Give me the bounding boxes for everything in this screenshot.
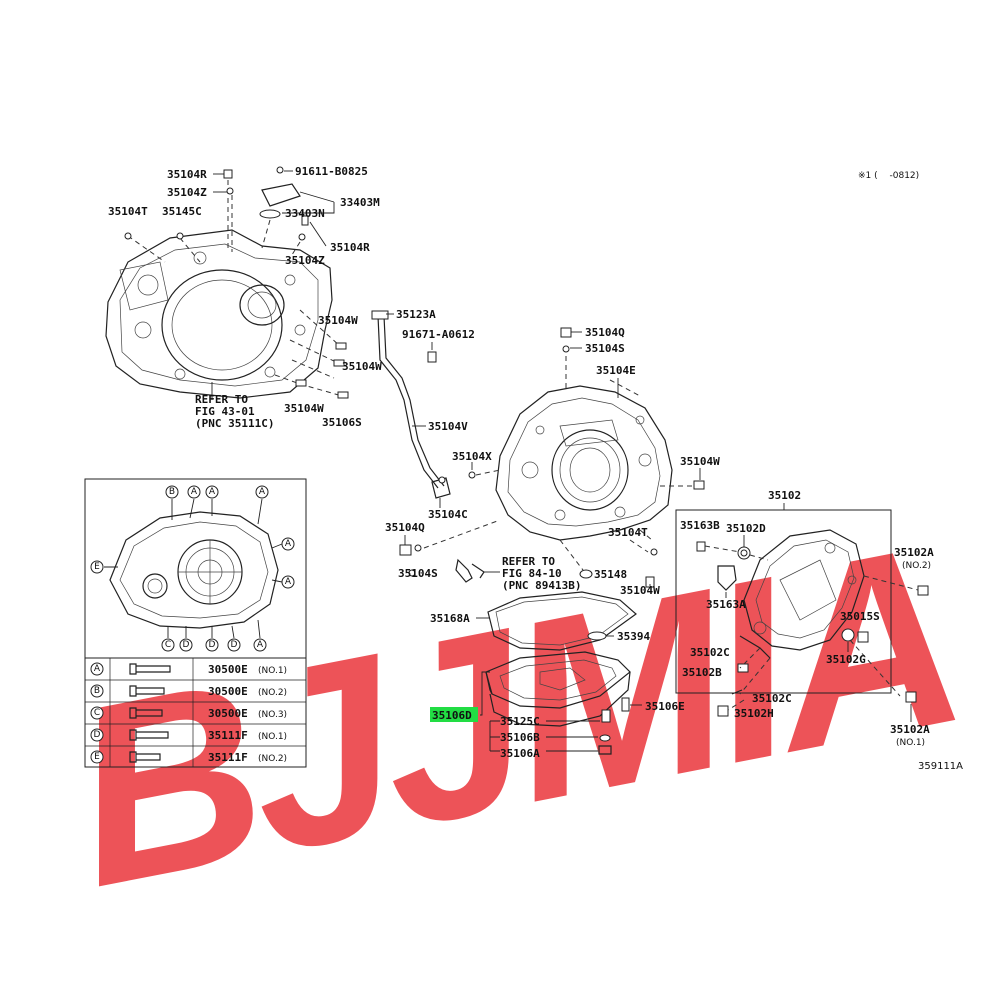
transaxle-housing-center [495, 385, 673, 541]
inset-markers: B A A A E A A C D D D A [90, 485, 295, 652]
label-35102A-bot-note: (NO.1) [896, 738, 925, 748]
legend-note-e: (NO.2) [258, 754, 287, 764]
label-35125C: 35125C [500, 715, 540, 728]
highlight-35106D [430, 707, 478, 722]
inset-marker-top-3: A [209, 487, 216, 497]
label-91611: 91611-B0825 [295, 165, 368, 178]
refer-to-2-line1: REFER TO [502, 555, 555, 568]
upper-left-leaders [124, 166, 349, 400]
label-91671: 91671-A0612 [402, 328, 475, 341]
legend-part-a: 30500E [208, 663, 248, 676]
label-35104X: 35104X [452, 450, 492, 463]
label-35104W-c: 35104W [284, 402, 324, 415]
legend-key-c: C [94, 708, 100, 718]
label-35106B: 35106B [500, 731, 540, 744]
label-35104V: 35104V [428, 420, 468, 433]
inset-marker-bottom-4: D [231, 640, 238, 650]
inset-marker-bottom-1: C [165, 640, 171, 650]
label-33403M: 33403M [340, 196, 380, 209]
dipstick-tube [371, 310, 451, 499]
label-35106D: 35106D [432, 709, 472, 722]
label-35104T-top: 35104T [108, 205, 148, 218]
label-35102C-b: 35102C [752, 692, 792, 705]
label-35104Z-top: 35104Z [167, 186, 207, 199]
legend-key-e: E [94, 752, 100, 762]
legend-part-c: 30500E [208, 707, 248, 720]
label-35015S: 35015S [840, 610, 880, 623]
inset-marker-bottom-3: D [209, 640, 216, 650]
label-35104E: 35104E [596, 364, 636, 377]
label-35104Z-mid: 35104Z [285, 254, 325, 267]
label-35102H: 35102H [734, 707, 774, 720]
label-35102D: 35102D [726, 522, 766, 535]
inset-marker-top-2: A [191, 487, 198, 497]
label-35102: 35102 [768, 489, 801, 502]
inset-marker-right-2: A [285, 577, 292, 587]
legend-note-b: (NO.2) [258, 688, 287, 698]
center-leaders [399, 327, 705, 588]
inset-marker-bottom-5: A [257, 640, 264, 650]
inset-marker-top-4: A [259, 487, 266, 497]
label-35102A-top-note: (NO.2) [902, 561, 931, 571]
legend-part-e: 35111F [208, 751, 248, 764]
label-35104S-top: 35104S [585, 342, 625, 355]
filter-seal [587, 631, 607, 641]
legend-part-b: 30500E [208, 685, 248, 698]
refer-to-line2: FIG 43-01 [195, 405, 255, 418]
label-35163B: 35163B [680, 519, 720, 532]
inset-marker-right-1: A [285, 539, 292, 549]
label-35104W-a: 35104W [318, 314, 358, 327]
legend-key-a: A [94, 664, 101, 674]
label-35168A: 35168A [430, 612, 470, 625]
refer-to-line1: REFER TO [195, 393, 248, 406]
label-35104W-b: 35104W [342, 360, 382, 373]
label-35163A: 35163A [706, 598, 746, 611]
oil-pan [485, 651, 631, 727]
label-35104W-d: 35104W [620, 584, 660, 597]
figure-id: 359111A [918, 761, 963, 772]
label-35102B: 35102B [682, 666, 722, 679]
label-35106E: 35106E [645, 700, 685, 713]
label-35104T-right: 35104T [608, 526, 648, 539]
right-bracket-housing [739, 529, 865, 659]
revision-note: ※1 ( -0812) [858, 171, 919, 181]
label-35394: 35394 [617, 630, 650, 643]
legend-note-d: (NO.1) [258, 732, 287, 742]
inset-drawing [109, 511, 279, 629]
inset-marker-top-1: B [169, 487, 175, 497]
legend-note-c: (NO.3) [258, 710, 287, 720]
label-35104Q-left: 35104Q [385, 521, 425, 534]
refer-to-2-line3: (PNC 89413B) [502, 579, 581, 592]
legend-note-a: (NO.1) [258, 666, 287, 676]
legend-key-b: B [94, 686, 100, 696]
label-35145C: 35145C [162, 205, 202, 218]
label-35106A: 35106A [500, 747, 540, 760]
inset-legend-table: A 30500E (NO.1) B 30500E (NO.2) C 30500E… [84, 657, 307, 768]
label-35104R-top: 35104R [167, 168, 207, 181]
label-35104C: 35104C [428, 508, 468, 521]
label-35104W-e: 35104W [680, 455, 720, 468]
oil-pan-gasket [487, 591, 637, 651]
label-35123A: 35123A [396, 308, 436, 321]
label-35102A-top: 35102A [894, 546, 934, 559]
label-35102G: 35102G [826, 653, 866, 666]
label-35104S-left: 35104S [398, 567, 438, 580]
legend-key-d: D [94, 730, 101, 740]
inset-marker-bottom-2: D [183, 640, 190, 650]
label-33403N: 33403N [285, 207, 325, 220]
label-35102C-a: 35102C [690, 646, 730, 659]
label-35104Q-top: 35104Q [585, 326, 625, 339]
transmission-case-upper-left [105, 229, 333, 399]
refer-to-line3: (PNC 35111C) [195, 417, 274, 430]
label-35104R-mid: 35104R [330, 241, 370, 254]
label-35106S: 35106S [322, 416, 362, 429]
legend-part-d: 35111F [208, 729, 248, 742]
refer-to-2-line2: FIG 84-10 [502, 567, 562, 580]
label-35102A-bot: 35102A [890, 723, 930, 736]
right-small-parts [696, 541, 929, 717]
inset-marker-left-1: E [94, 562, 100, 572]
label-35148: 35148 [594, 568, 627, 581]
